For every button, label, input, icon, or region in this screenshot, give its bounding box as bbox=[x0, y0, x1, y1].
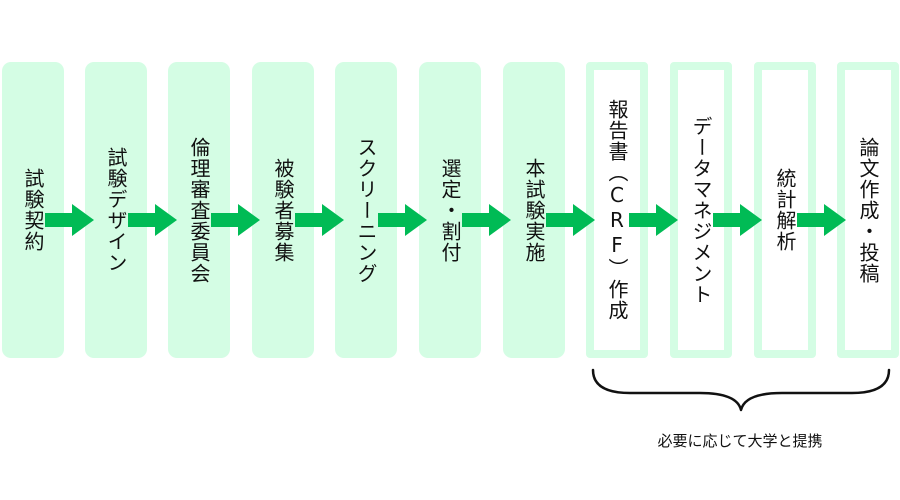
flow-arrow bbox=[378, 204, 427, 236]
step-box-design: 試験デザイン bbox=[85, 62, 147, 358]
step-label: 選定・割付 bbox=[438, 157, 462, 263]
flow-arrow bbox=[629, 204, 678, 236]
brace-note: 必要に応じて大学と提携 bbox=[657, 432, 823, 450]
step-box-paper: 論文作成・投稿 bbox=[837, 62, 899, 358]
step-label: スクリーニング bbox=[354, 136, 378, 284]
step-label: 本試験実施 bbox=[522, 157, 546, 263]
step-label: データマネジメント bbox=[689, 115, 713, 305]
step-label: 試験デザイン bbox=[104, 147, 128, 273]
flow-arrow bbox=[546, 204, 595, 236]
step-label: 論文作成・投稿 bbox=[856, 136, 880, 284]
curly-brace bbox=[591, 368, 891, 412]
step-label: 被験者募集 bbox=[271, 157, 295, 263]
step-label: 試験契約 bbox=[21, 168, 45, 252]
step-label: 報告書（CRF）作成 bbox=[605, 99, 629, 321]
step-box-trial-execution: 本試験実施 bbox=[503, 62, 565, 358]
step-box-ethics-committee: 倫理審査委員会 bbox=[168, 62, 230, 358]
flow-arrow bbox=[713, 204, 762, 236]
step-box-contract: 試験契約 bbox=[2, 62, 64, 358]
step-box-selection: 選定・割付 bbox=[419, 62, 481, 358]
flow-arrow bbox=[45, 204, 94, 236]
flow-arrow bbox=[128, 204, 177, 236]
step-label: 倫理審査委員会 bbox=[187, 136, 211, 284]
step-label: 統計解析 bbox=[773, 168, 797, 252]
step-box-statistics: 統計解析 bbox=[754, 62, 816, 358]
flow-arrow bbox=[462, 204, 511, 236]
flow-arrow bbox=[211, 204, 260, 236]
step-box-recruitment: 被験者募集 bbox=[252, 62, 314, 358]
flow-arrow bbox=[797, 204, 846, 236]
step-box-data-management: データマネジメント bbox=[670, 62, 732, 358]
step-box-report: 報告書（CRF）作成 bbox=[586, 62, 648, 358]
flow-arrow bbox=[295, 204, 344, 236]
step-box-screening: スクリーニング bbox=[335, 62, 397, 358]
